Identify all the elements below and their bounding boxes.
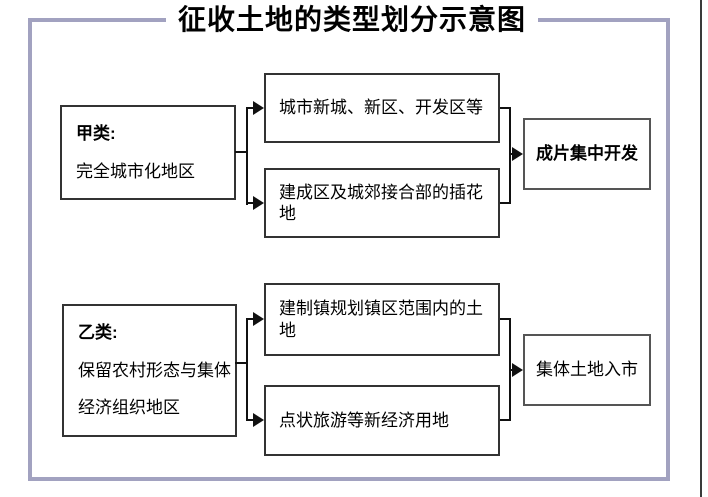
diagram-title: 征收土地的类型划分示意图 xyxy=(166,1,538,39)
box-category-a-description: 完全城市化地区 xyxy=(76,161,195,181)
box-result-b: 集体土地入市 xyxy=(523,334,651,406)
connector-line xyxy=(235,362,248,364)
arrow-right-icon xyxy=(512,363,523,377)
connector-line xyxy=(246,419,254,421)
box-branch-b2-label: 点状旅游等新经济用地 xyxy=(279,410,449,430)
connector-line xyxy=(246,107,248,205)
box-branch-a1: 城市新城、新区、开发区等 xyxy=(264,73,500,143)
box-category-b: 乙类: 保留农村形态与集体 经济组织地区 xyxy=(62,304,237,437)
connector-line xyxy=(500,107,511,109)
connector-line xyxy=(500,419,511,421)
box-branch-a2-label: 建成区及城郊接合部的插花地 xyxy=(279,182,483,223)
connector-line xyxy=(246,202,254,204)
box-result-a-label: 成片集中开发 xyxy=(536,144,638,164)
arrow-right-icon xyxy=(253,312,264,326)
connector-line xyxy=(246,318,248,421)
connector-line xyxy=(246,318,254,320)
box-result-a: 成片集中开发 xyxy=(523,118,651,190)
connector-line xyxy=(509,107,511,204)
arrow-right-icon xyxy=(253,196,264,210)
connector-line xyxy=(509,153,514,155)
box-category-b-description-line1: 保留农村形态与集体 xyxy=(78,360,231,380)
connector-line xyxy=(509,369,514,371)
connector-line xyxy=(246,107,254,109)
box-branch-a1-label: 城市新城、新区、开发区等 xyxy=(279,98,483,118)
box-branch-a2: 建成区及城郊接合部的插花地 xyxy=(264,168,500,238)
box-branch-b2: 点状旅游等新经济用地 xyxy=(264,385,500,456)
connector-line xyxy=(500,318,511,320)
box-category-a-heading: 甲类: xyxy=(76,124,116,144)
box-branch-b1-label: 建制镇规划镇区范围内的土地 xyxy=(279,299,483,340)
box-category-b-heading: 乙类: xyxy=(78,323,118,343)
connector-line xyxy=(235,151,248,153)
connector-line xyxy=(500,202,511,204)
arrow-right-icon xyxy=(253,413,264,427)
box-category-b-description-line2: 经济组织地区 xyxy=(78,398,180,418)
box-category-a: 甲类: 完全城市化地区 xyxy=(60,105,236,200)
arrow-right-icon xyxy=(512,147,523,161)
box-branch-b1: 建制镇规划镇区范围内的土地 xyxy=(264,283,500,356)
page-edge-line xyxy=(700,0,702,497)
box-result-b-label: 集体土地入市 xyxy=(536,360,638,380)
arrow-right-icon xyxy=(253,101,264,115)
